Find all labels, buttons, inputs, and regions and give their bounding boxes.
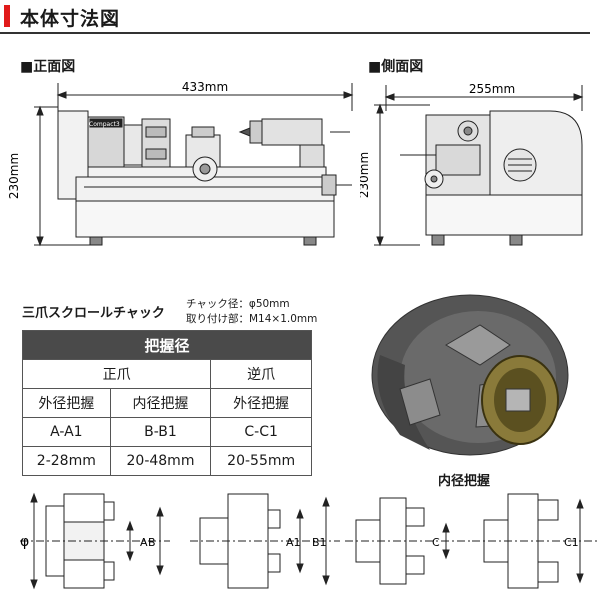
phi-label: φ <box>20 534 29 550</box>
label-b1: B1 <box>312 536 327 549</box>
diagram-reverse-jaw-2 <box>472 493 598 589</box>
label-c: C <box>432 536 440 549</box>
label-c1: C1 <box>564 536 579 549</box>
diagram-reverse-jaw-1 <box>345 497 470 585</box>
side-view-label: ■側面図 <box>368 59 424 75</box>
jaw-diagrams: φ A B A1 B1 C C1 <box>20 492 598 590</box>
page-title: 本体寸法図 <box>20 8 121 30</box>
group-normal-jaw: 正爪 <box>21 359 212 389</box>
diagram-inner-grip-normal <box>190 493 340 589</box>
group-reverse-jaw: 逆爪 <box>210 359 312 389</box>
label-b: B <box>148 536 156 549</box>
range-cell: 20-55mm <box>210 446 312 476</box>
side-view-drawing: 255mm 230mm <box>360 82 584 247</box>
accent-bar <box>4 5 10 27</box>
type-cell: 外径把握 <box>210 388 312 418</box>
side-height-dim: 230mm <box>360 152 371 198</box>
front-height-dim: 230mm <box>7 153 21 199</box>
chuck-name: 三爪スクロールチャック <box>22 306 165 321</box>
type-cell: 外径把握 <box>22 388 111 418</box>
front-width-dim: 433mm <box>182 80 228 94</box>
chuck-photo <box>371 294 569 456</box>
side-width-dim: 255mm <box>469 82 515 96</box>
front-view-label: ■正面図 <box>20 59 76 75</box>
label-a: A <box>140 536 148 549</box>
nameplate-text: Compact3 <box>89 121 120 128</box>
grip-diameter-table: 把握径 正爪 逆爪 外径把握 内径把握 外径把握 A-A1 B-B1 C-C1 … <box>21 330 312 476</box>
code-cell: C-C1 <box>210 417 312 447</box>
photo-caption: 内径把握 <box>438 474 491 489</box>
front-view-drawing: 433mm 230mm Compact3 <box>7 80 354 247</box>
page-header: 本体寸法図 <box>0 0 600 34</box>
range-cell: 20-48mm <box>109 446 212 476</box>
chuck-spec-diameter: チャック径：φ50mm <box>186 298 290 310</box>
code-cell: B-B1 <box>109 417 212 447</box>
code-cell: A-A1 <box>22 417 111 447</box>
table-header: 把握径 <box>22 330 312 360</box>
diagram-outer-grip-normal <box>20 492 170 590</box>
header-rule <box>0 32 590 34</box>
label-a1: A1 <box>286 536 301 549</box>
type-cell: 内径把握 <box>109 388 212 418</box>
chuck-spec-mount: 取り付け部：M14×1.0mm <box>186 313 318 325</box>
range-cell: 2-28mm <box>22 446 111 476</box>
